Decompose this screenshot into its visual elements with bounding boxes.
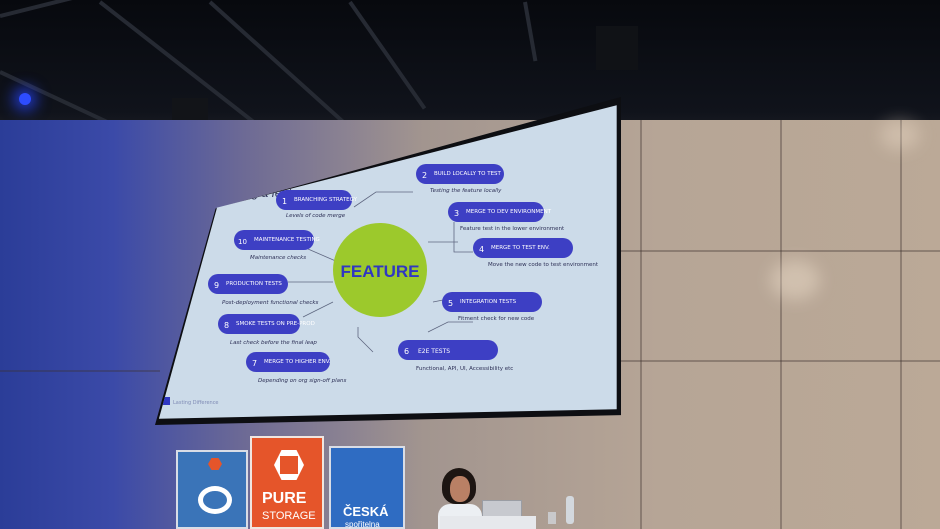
svg-text:BRANCHING STRATEGY: BRANCHING STRATEGY xyxy=(294,197,358,203)
svg-text:PRODUCTION TESTS: PRODUCTION TESTS xyxy=(226,281,282,287)
ceska-sub-text: spořitelna xyxy=(345,520,380,529)
svg-text:SMOKE TESTS ON PRE-PROD: SMOKE TESTS ON PRE-PROD xyxy=(236,321,315,327)
banner-blue-logo xyxy=(176,450,248,529)
ceiling-beam xyxy=(348,0,427,110)
svg-text:E2E TESTS: E2E TESTS xyxy=(418,348,450,355)
speaker-box xyxy=(596,26,638,70)
svg-text:Last check before the final le: Last check before the final leap xyxy=(230,340,317,346)
hexagon-icon xyxy=(208,458,222,470)
svg-text:MAINTENANCE TESTING: MAINTENANCE TESTING xyxy=(254,237,320,243)
svg-text:4: 4 xyxy=(479,245,484,254)
svg-text:Testing the feature locally: Testing the feature locally xyxy=(430,188,502,194)
link-logo-icon xyxy=(198,486,232,514)
svg-text:MERGE TO HIGHER ENV.: MERGE TO HIGHER ENV. xyxy=(264,359,331,365)
step-8: 8 SMOKE TESTS ON PRE-PROD Last check bef… xyxy=(218,314,317,346)
svg-text:Feature test in the lower envi: Feature test in the lower environment xyxy=(460,226,565,232)
podium xyxy=(440,516,536,529)
watermark-logo-icon xyxy=(162,397,170,405)
pure-logo-icon xyxy=(274,450,304,480)
svg-text:Levels of code merge: Levels of code merge xyxy=(286,213,346,219)
svg-text:Depending on org sign-off plan: Depending on org sign-off plans xyxy=(258,378,347,384)
step-5: 5 INTEGRATION TESTS Fitment check for ne… xyxy=(442,292,542,322)
banner-ceska: ČESKÁ spořitelna xyxy=(329,446,405,529)
step-6: 6 E2E TESTS Functional, API, UI, Accessi… xyxy=(398,340,513,372)
svg-text:Maintenance checks: Maintenance checks xyxy=(250,255,306,261)
svg-text:INTEGRATION TESTS: INTEGRATION TESTS xyxy=(460,299,517,305)
svg-text:7: 7 xyxy=(252,359,257,368)
water-bottle xyxy=(566,496,574,524)
svg-text:Move the new code to test envi: Move the new code to test environment xyxy=(488,262,599,268)
speaker-face xyxy=(450,476,470,502)
step-2: 2 BUILD LOCALLY TO TEST Testing the feat… xyxy=(416,164,504,194)
step-7: 7 MERGE TO HIGHER ENV. Depending on org … xyxy=(246,352,347,384)
svg-text:3: 3 xyxy=(454,209,459,218)
svg-text:BUILD LOCALLY TO TEST: BUILD LOCALLY TO TEST xyxy=(434,171,502,177)
svg-text:MERGE TO TEST ENV.: MERGE TO TEST ENV. xyxy=(491,245,550,251)
svg-text:MERGE TO DEV ENVIRONMENT: MERGE TO DEV ENVIRONMENT xyxy=(466,209,552,215)
svg-text:Functional, API, UI, Accessibi: Functional, API, UI, Accessibility etc xyxy=(416,366,513,372)
watermark-text: Lasting Difference xyxy=(173,400,219,406)
step-4: 4 MERGE TO TEST ENV. Move the new code t… xyxy=(473,238,599,268)
feature-label: FEATURE xyxy=(340,262,419,281)
svg-text:2: 2 xyxy=(422,171,427,180)
ceiling-beam xyxy=(523,1,538,62)
stage-light xyxy=(19,93,31,105)
step-9: 9 PRODUCTION TESTS Post-deployment funct… xyxy=(208,274,319,306)
pure-text: PURE xyxy=(262,490,307,507)
step-3: 3 MERGE TO DEV ENVIRONMENT Feature test … xyxy=(448,202,565,232)
svg-text:9: 9 xyxy=(214,281,219,290)
svg-text:8: 8 xyxy=(224,321,229,330)
feature-circle xyxy=(333,223,427,317)
ceska-text: ČESKÁ xyxy=(343,504,389,519)
svg-text:Fitment check for new code: Fitment check for new code xyxy=(458,316,535,322)
svg-text:1: 1 xyxy=(282,197,287,206)
glass xyxy=(548,512,556,524)
step-10: 10 MAINTENANCE TESTING Maintenance check… xyxy=(234,230,320,261)
svg-text:5: 5 xyxy=(448,299,453,308)
svg-text:Post-deployment functional che: Post-deployment functional checks xyxy=(222,300,319,306)
svg-text:10: 10 xyxy=(238,238,247,246)
storage-text: STORAGE xyxy=(262,510,316,522)
banner-pure-storage: PURE STORAGE xyxy=(250,436,324,529)
svg-text:6: 6 xyxy=(404,347,409,356)
step-1: 1 BRANCHING STRATEGY Levels of code merg… xyxy=(276,190,358,219)
ceiling-beam xyxy=(0,0,292,18)
